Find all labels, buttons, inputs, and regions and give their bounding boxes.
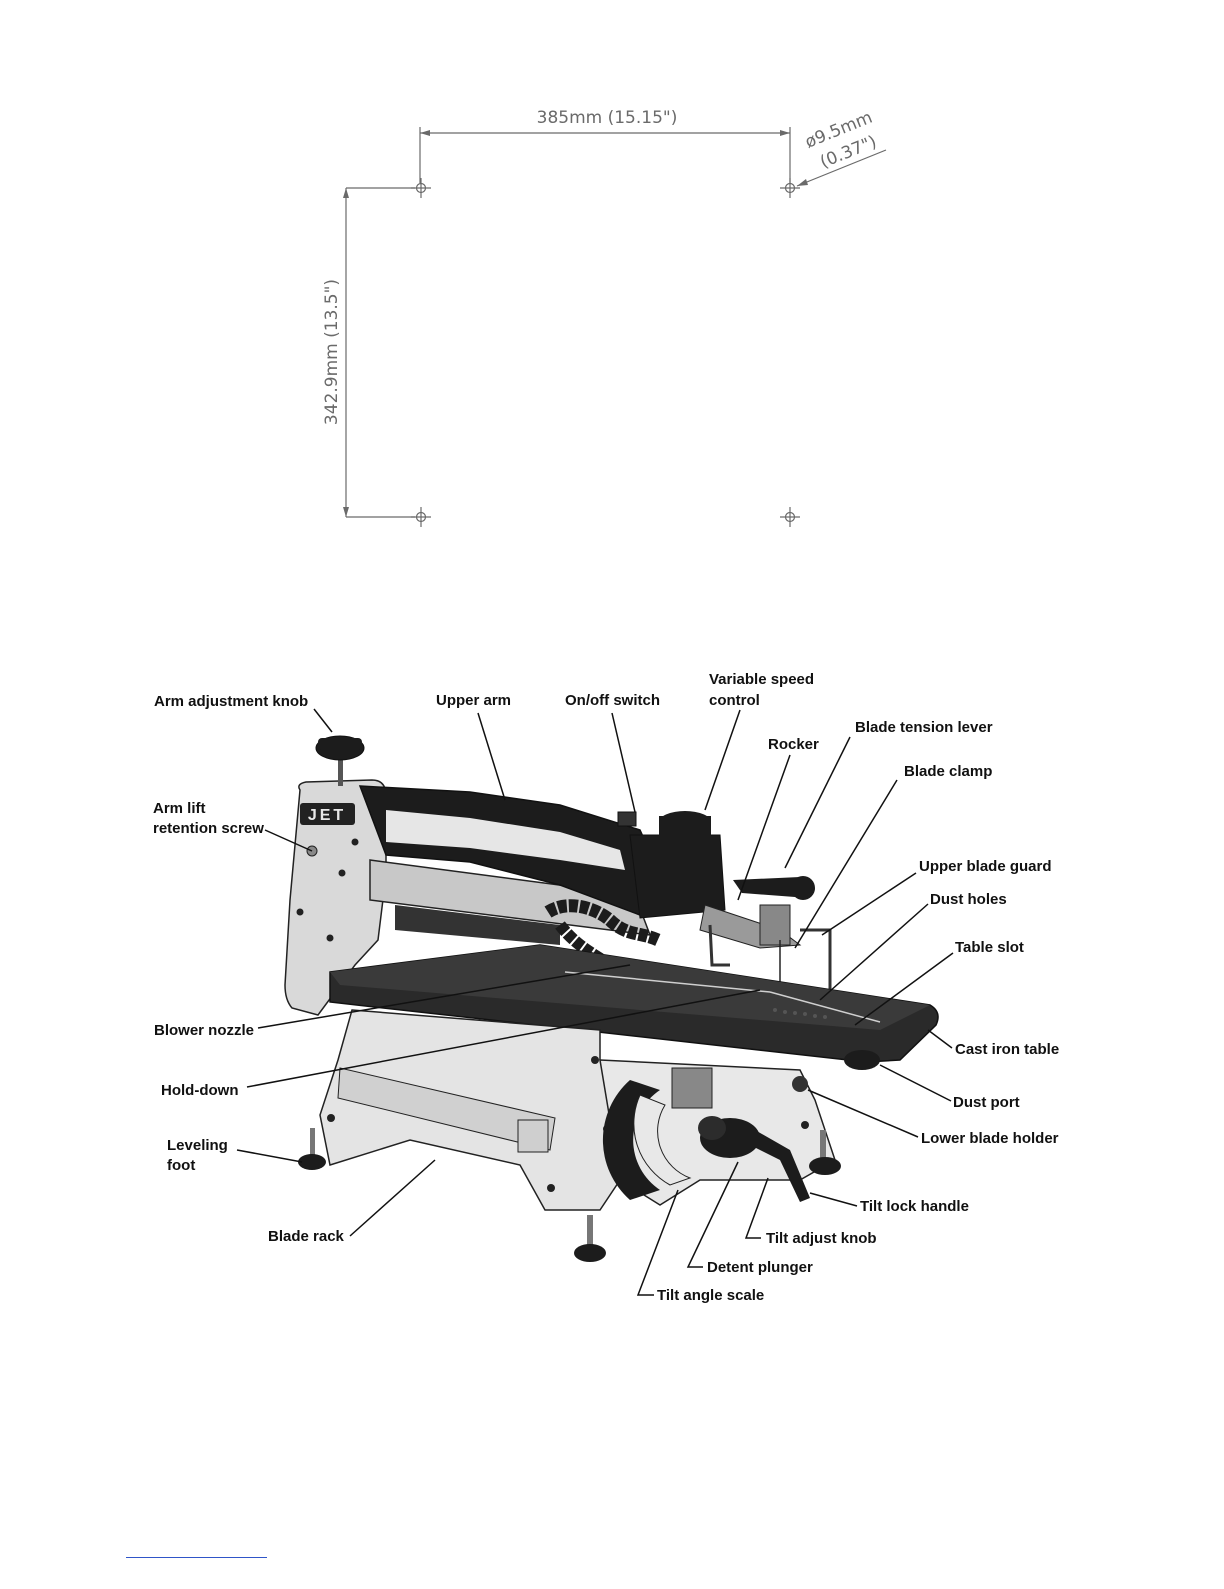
blade-rack-end bbox=[517, 1119, 549, 1153]
leveling-foot bbox=[809, 1130, 841, 1175]
tilt-angle-scale bbox=[633, 1094, 692, 1186]
label-blade-rack: Blade rack bbox=[268, 1228, 345, 1245]
on-off-switch bbox=[617, 811, 637, 827]
hole-diameter-arrow bbox=[797, 179, 808, 186]
width-arrow-right bbox=[780, 130, 790, 136]
base-screw bbox=[327, 1114, 335, 1122]
base-screw bbox=[801, 1121, 809, 1129]
label-variable-speed-control-line2: control bbox=[709, 692, 760, 709]
label-arm-lift-retention-screw-line1: Arm lift bbox=[153, 800, 206, 817]
label-on-off-switch: On/off switch bbox=[565, 692, 660, 709]
tilt-lock-handle bbox=[750, 1130, 810, 1202]
label-hold-down: Hold-down bbox=[161, 1082, 238, 1099]
label-arm-lift-retention-screw-line2: retention screw bbox=[153, 820, 264, 837]
tilt-angle-scale-frame bbox=[602, 1080, 660, 1200]
lower-blade-holder bbox=[792, 1076, 808, 1092]
label-variable-speed-control-line1: Variable speed bbox=[709, 671, 814, 688]
arm-adjustment-knob-top bbox=[318, 738, 362, 750]
scroll-saw-illustration: JET bbox=[284, 735, 939, 1262]
brand-badge-plate bbox=[300, 803, 355, 825]
blower-hose bbox=[544, 899, 661, 947]
hole-diameter-leader bbox=[796, 149, 887, 187]
label-leveling-foot-line1: Leveling bbox=[167, 1137, 228, 1154]
lower-arm-shadow bbox=[395, 905, 560, 945]
label-blade-tension-lever: Blade tension lever bbox=[855, 719, 993, 736]
frame-screw bbox=[351, 838, 359, 846]
base-screw bbox=[547, 1184, 555, 1192]
blade-clamp bbox=[759, 904, 791, 946]
frame-screw bbox=[326, 934, 334, 942]
label-detent-plunger: Detent plunger bbox=[707, 1259, 813, 1276]
variable-speed-knob-body bbox=[659, 816, 711, 840]
label-upper-arm: Upper arm bbox=[436, 692, 511, 709]
label-arm-adjustment-knob: Arm adjustment knob bbox=[154, 693, 308, 710]
arm-knob-shaft bbox=[338, 756, 343, 786]
label-blower-nozzle: Blower nozzle bbox=[154, 1022, 254, 1039]
height-arrow-bottom bbox=[343, 507, 349, 517]
label-leveling-foot-line2: foot bbox=[167, 1157, 195, 1174]
label-table-slot: Table slot bbox=[955, 939, 1024, 956]
hole-marker bbox=[780, 178, 800, 198]
blade-tension-lever-hub bbox=[791, 876, 815, 900]
height-dimension-label: 342.9mm (13.5") bbox=[322, 279, 342, 425]
blower-hose-lower bbox=[555, 921, 642, 981]
trunnion bbox=[671, 1067, 713, 1109]
upper-arm-stripe bbox=[386, 810, 625, 870]
head-housing bbox=[629, 834, 726, 919]
label-tilt-lock-handle: Tilt lock handle bbox=[860, 1198, 969, 1215]
mounting-hole-diagram: 385mm (15.15") 342.9mm (13.5") bbox=[322, 108, 887, 527]
frame-screw bbox=[296, 908, 304, 916]
label-tilt-angle-scale: Tilt angle scale bbox=[657, 1287, 764, 1304]
label-upper-blade-guard: Upper blade guard bbox=[919, 858, 1052, 875]
label-cast-iron-table: Cast iron table bbox=[955, 1041, 1059, 1058]
hole-marker bbox=[411, 507, 431, 527]
hole-marker bbox=[780, 507, 800, 527]
brand-badge: JET bbox=[308, 807, 346, 824]
table-slot-line bbox=[564, 971, 771, 993]
callout-leaders bbox=[236, 708, 954, 1296]
width-arrow-left bbox=[420, 130, 430, 136]
label-tilt-adjust-knob: Tilt adjust knob bbox=[766, 1230, 877, 1247]
label-dust-port: Dust port bbox=[953, 1094, 1020, 1111]
table-slot bbox=[769, 991, 881, 1023]
table-top-surface bbox=[330, 945, 930, 1030]
label-rocker: Rocker bbox=[768, 736, 819, 753]
hole-marker bbox=[411, 178, 431, 198]
blade-rack bbox=[337, 1067, 556, 1151]
dust-port bbox=[844, 1050, 880, 1070]
callout-labels: Arm adjustment knob Upper arm On/off swi… bbox=[153, 671, 1059, 1304]
frame-screw bbox=[338, 869, 346, 877]
dust-holes bbox=[773, 1008, 827, 1019]
label-blade-clamp: Blade clamp bbox=[904, 763, 992, 780]
leveling-foot bbox=[574, 1215, 606, 1262]
leveling-foot bbox=[298, 1128, 326, 1170]
width-dimension-label: 385mm (15.15") bbox=[537, 108, 678, 128]
height-arrow-top bbox=[343, 188, 349, 198]
label-lower-blade-holder: Lower blade holder bbox=[921, 1130, 1059, 1147]
tilt-adjust-knob-cap bbox=[698, 1116, 726, 1140]
footer-rule bbox=[126, 1557, 267, 1558]
label-dust-holes: Dust holes bbox=[930, 891, 1007, 908]
base-screw bbox=[591, 1056, 599, 1064]
